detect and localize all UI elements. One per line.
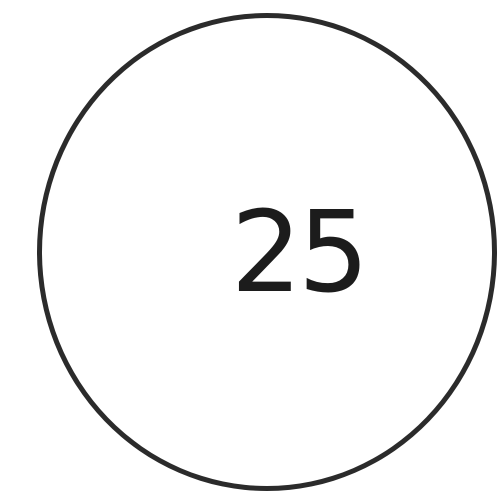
badge-number: 25	[230, 188, 370, 318]
circle-badge	[37, 13, 497, 491]
